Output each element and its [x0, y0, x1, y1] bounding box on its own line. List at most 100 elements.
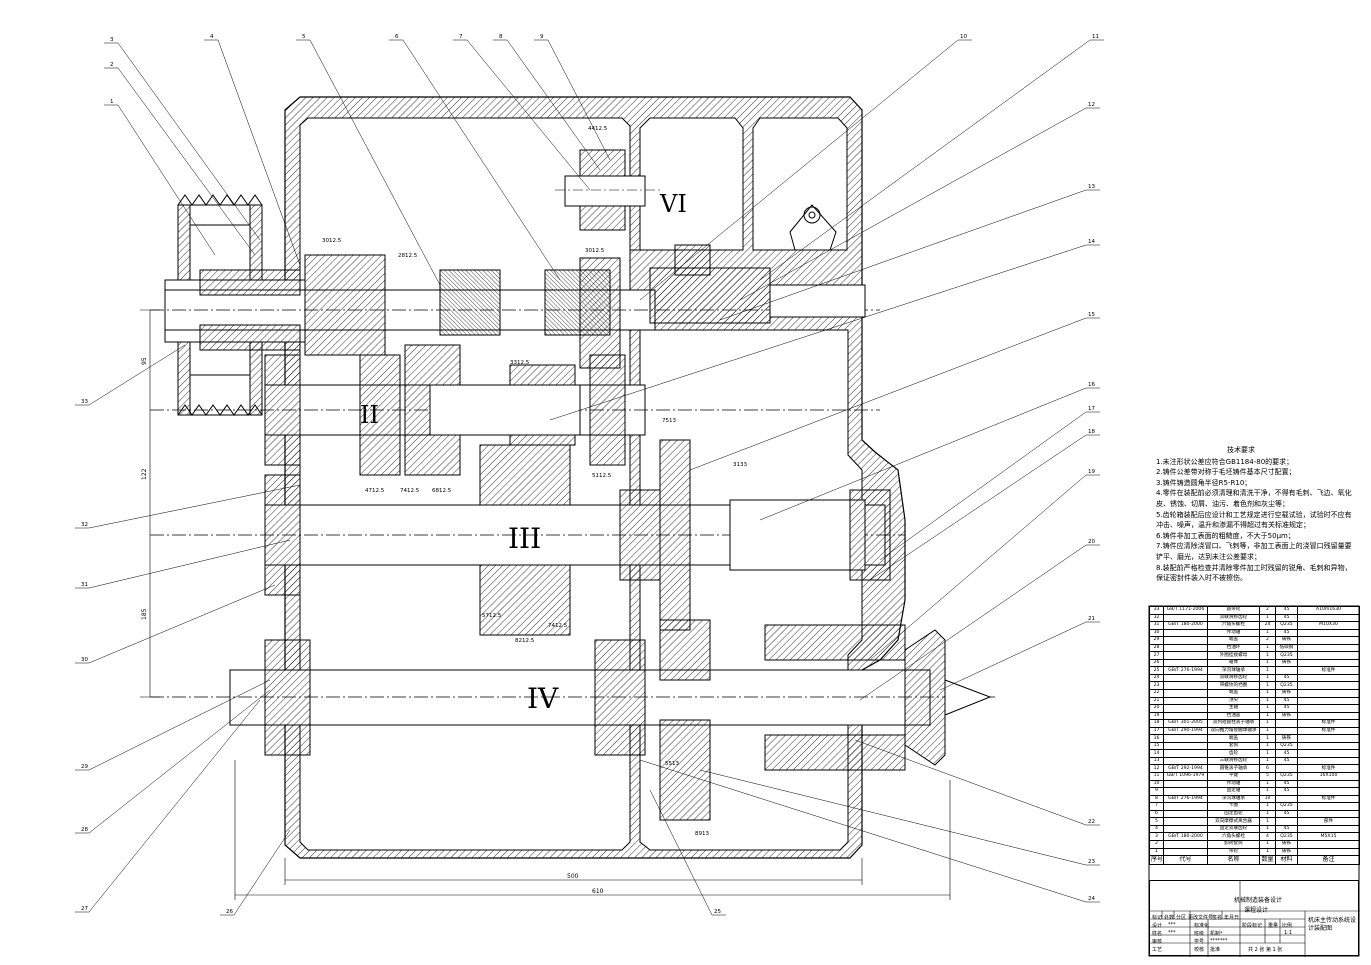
bom-cell — [1297, 711, 1360, 721]
bom-cell: 铸铁 — [1275, 839, 1298, 849]
bom-cell: 33 — [1149, 606, 1164, 615]
bom-cell: A10m1630 — [1297, 606, 1360, 615]
svg-text:500: 500 — [567, 873, 579, 880]
bom-cell: 带螺纹的挡圈 — [1207, 681, 1260, 690]
sheet-count: 共 2 张 第 1 张 — [1248, 947, 1283, 953]
bom-cell — [1163, 749, 1208, 758]
bom-cell — [1163, 802, 1208, 811]
title-block-grid — [1150, 881, 1360, 957]
bom-cell: 21 — [1149, 696, 1164, 706]
bom-cell: 1 — [1259, 651, 1276, 660]
bom-cell: 5 — [1149, 817, 1164, 826]
bom-cell — [1163, 839, 1208, 849]
leader-line — [699, 769, 1087, 866]
bom-cell: 套筒 — [1207, 741, 1260, 751]
svg-text:5513: 5513 — [665, 761, 679, 767]
tech-line: 6.铸件非加工表面的粗糙度，不大于50μm； — [1156, 531, 1295, 540]
bom-cell — [1163, 824, 1208, 834]
bom-cell: 双列短圆柱滚子轴承 — [1207, 719, 1260, 728]
bom-cell: 45 — [1275, 756, 1298, 766]
leader-number: 19 — [1088, 469, 1095, 475]
bom-cell: GB/T 292-1994 — [1163, 764, 1208, 774]
bom-cell: M10X30 — [1297, 621, 1360, 630]
shift-fork — [674, 204, 837, 276]
leader-line — [88, 699, 261, 913]
bom-cell: 16 — [1149, 734, 1164, 743]
bom-header-row: 序号代号名称数量材料备注 — [1149, 855, 1360, 866]
bom-cell — [1297, 704, 1360, 713]
bom-cell: 铸铁 — [1275, 689, 1298, 698]
bom-cell: 6 — [1259, 764, 1276, 774]
shaft-ii — [150, 344, 880, 476]
bom-cell: 20 — [1149, 704, 1164, 713]
leader-line — [719, 189, 1087, 321]
bom-cell: 1 — [1259, 696, 1276, 706]
bom-cell: 28 — [1149, 643, 1164, 653]
bom-cell: 端盖 — [1207, 734, 1260, 743]
bom-cell — [1297, 696, 1360, 706]
bom-cell: 45 — [1275, 787, 1298, 796]
bom-cell: 齿轮 — [1207, 749, 1260, 758]
bom-header-cell: 序号 — [1149, 855, 1164, 866]
bom-cell: 1 — [1259, 809, 1276, 819]
bom-cell: 11 — [1149, 772, 1164, 781]
bom-cell: 三联滑移齿轮 — [1207, 756, 1260, 766]
bom-cell: 45 — [1275, 673, 1298, 683]
svg-text:6812.5: 6812.5 — [432, 488, 452, 494]
bom-cell: 1 — [1259, 628, 1276, 638]
shaft-roman-labels: VI II III IV — [360, 190, 687, 715]
bom-cell — [1163, 689, 1208, 698]
bom-cell: 铸铁 — [1275, 658, 1298, 668]
bom-cell: 1 — [1259, 734, 1276, 743]
leader-line — [869, 434, 1087, 581]
tech-line: 1.未注形状公差应符合GB1184-80的要求； — [1156, 457, 1294, 466]
svg-text:2812.5: 2812.5 — [398, 253, 418, 259]
bom-cell — [1163, 734, 1208, 743]
bom-cell: 双向推力角接触球轴承 — [1207, 726, 1260, 736]
bom-cell: 1 — [1259, 847, 1276, 857]
bom-cell: 29 — [1149, 636, 1164, 645]
bom-cell — [1297, 802, 1360, 811]
leader-number: 33 — [81, 399, 88, 405]
bom-cell: 1 — [1259, 704, 1276, 713]
shaft-vi-gears — [555, 149, 660, 231]
bom-cell: GB/T 180-2000 — [1163, 621, 1208, 630]
leader-line — [869, 474, 1087, 661]
tech-line: 7.铸件应清除浇冒口、飞刺等，非加工表面上的浇冒口残留量要铲平、磨光，达到未注公… — [1156, 542, 1352, 561]
bom-cell — [1297, 839, 1360, 849]
bom-cell: GB/T 180-2000 — [1163, 832, 1208, 841]
bom-cell: 铸铁 — [1275, 711, 1298, 721]
bom-cell: 标准件 — [1297, 726, 1360, 736]
bom-cell: 19 — [1149, 711, 1164, 721]
bom-cell: 14 — [1149, 749, 1164, 758]
bom-cell: 铸铁 — [1275, 734, 1298, 743]
svg-text:3133: 3133 — [733, 462, 747, 468]
bom-cell: 双联滑移齿轮 — [1207, 613, 1260, 623]
bom-cell: 1 — [1259, 711, 1276, 721]
bom-cell: GB/T 290-1994 — [1163, 726, 1208, 736]
tech-line: 2.铸件公差带对称于毛坯铸件基本尺寸配置； — [1156, 468, 1296, 477]
bom-cell: 1 — [1259, 666, 1276, 675]
leader-number: 15 — [1088, 312, 1095, 318]
bom-cell: 17 — [1149, 726, 1164, 736]
leader-number: 2 — [110, 62, 114, 68]
bom-cell: Q235 — [1275, 802, 1298, 811]
leader-number: 22 — [1088, 819, 1095, 825]
bom-cell: 26 — [1149, 658, 1164, 668]
bom-cell: 25 — [1149, 666, 1164, 675]
leader-line — [739, 107, 1087, 301]
leader-line — [233, 829, 291, 916]
